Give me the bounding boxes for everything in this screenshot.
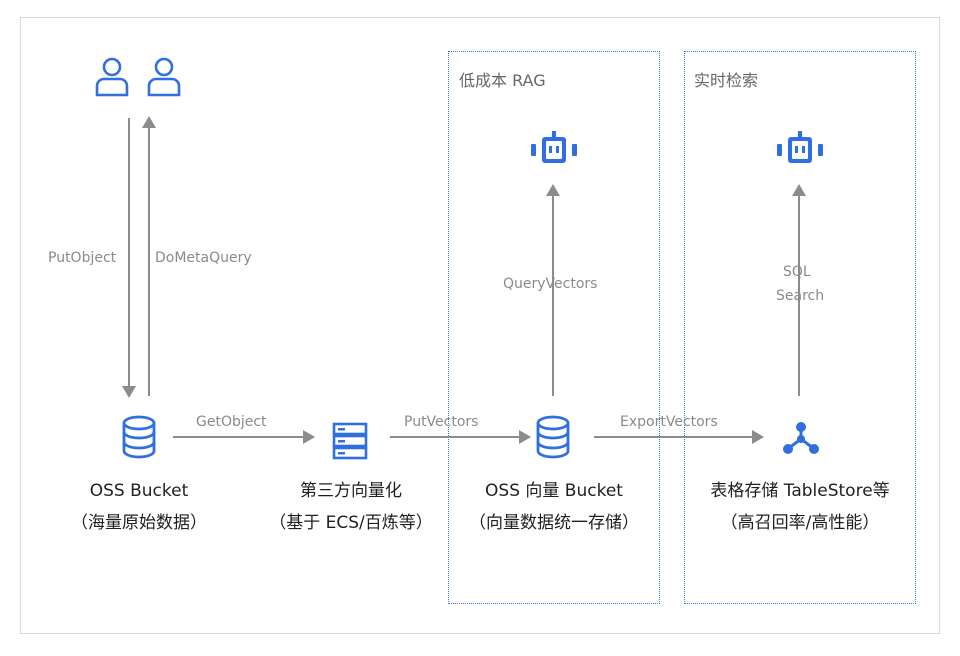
group-title-realtime-search: 实时检索	[694, 71, 759, 90]
edge-label-export-vectors: ExportVectors	[620, 414, 718, 430]
node-label-oss-bucket: OSS Bucket	[89, 481, 189, 501]
group-realtime-search	[684, 51, 916, 604]
arrowhead-query-vectors	[546, 184, 560, 196]
user-icon	[95, 57, 129, 97]
node-label-tablestore: 表格存储 TableStore等	[710, 481, 890, 501]
arrowhead-sql-search	[792, 184, 806, 196]
arrowhead-export-vectors	[752, 430, 764, 444]
group-low-cost-rag	[448, 51, 660, 604]
node-sublabel-vectorize: （基于 ECS/百炼等）	[269, 513, 433, 533]
group-title-low-cost-rag: 低成本 RAG	[459, 71, 546, 90]
arrowhead-get-object	[303, 430, 315, 444]
diagram-frame	[20, 17, 940, 634]
robot-icon	[531, 131, 577, 163]
arrowhead-put-object	[122, 386, 136, 398]
node-sublabel-tablestore: （高召回率/高性能）	[720, 513, 880, 533]
database-icon	[122, 415, 156, 459]
edge-label-query-vectors: QueryVectors	[503, 276, 598, 292]
edge-label-put-object: PutObject	[48, 250, 117, 266]
arrowhead-put-vectors	[519, 430, 531, 444]
node-sublabel-oss-bucket: （海量原始数据）	[71, 513, 207, 533]
edge-label-search: Search	[776, 288, 825, 304]
database-icon	[536, 415, 570, 459]
edge-label-put-vectors: PutVectors	[404, 414, 479, 430]
node-sublabel-vector-bucket: （向量数据统一存储）	[469, 513, 639, 533]
arrowhead-do-meta-query	[142, 116, 156, 128]
edge-label-sql: SQL	[783, 264, 811, 280]
node-label-vectorize: 第三方向量化	[300, 481, 402, 501]
robot-icon	[777, 131, 823, 163]
edge-label-get-object: GetObject	[196, 414, 267, 430]
network-icon	[783, 422, 819, 454]
user-icon	[147, 57, 181, 97]
edge-label-do-meta-query: DoMetaQuery	[155, 250, 252, 266]
node-label-vector-bucket: OSS 向量 Bucket	[485, 481, 623, 501]
server-icon	[332, 422, 368, 460]
